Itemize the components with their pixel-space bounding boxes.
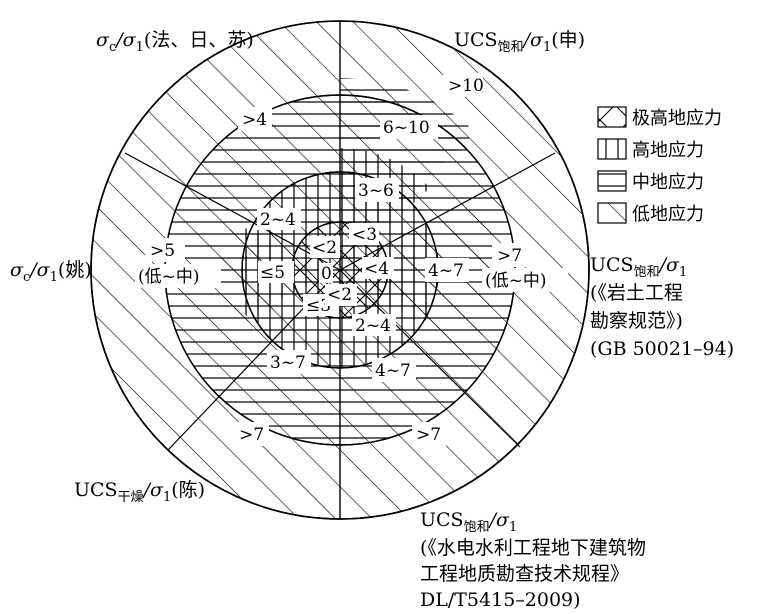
zone-yao-upper: 2~4 (260, 210, 296, 230)
zone-labels: >4 >10 6~10 3~6 <3 >5 (低~中) ≤5 2~4 <2 ≤3… (135, 73, 568, 446)
legend-label-low: 低地应力 (632, 204, 704, 225)
legend: 极高地应力 高地应力 中地应力 低地应力 (597, 106, 722, 225)
zone-shui-inner: 2~4 (355, 316, 391, 336)
zone-shui-mid: 4~7 (375, 361, 411, 381)
zone-center: 0 (321, 264, 332, 284)
label-kancha-3: 勘察规范》) (590, 310, 683, 332)
label-chen: UCS干燥/σ1(陈) (74, 479, 205, 505)
zone-yao-core: <2 (312, 238, 337, 258)
label-kancha-2: (《岩土工程 (590, 282, 683, 304)
label-shuidian-3: 工程地质勘查技术规程》 (420, 563, 629, 585)
divider-right-down (339, 269, 521, 448)
criteria-labels: σc/σ1(法、日、苏) UCS饱和/σ1(申) σc/σ1(姚) UCS饱和/… (10, 29, 734, 611)
divider-left-up (124, 152, 341, 271)
zone-chen-core: <2 (327, 285, 352, 305)
zone-shui-outer: >7 (416, 425, 441, 445)
zone-yao-outer: >5 (150, 241, 175, 261)
zone-kancha-inner: 4~7 (428, 261, 464, 281)
zone-fa-outer: >4 (242, 110, 267, 130)
legend-label-medium: 中地应力 (632, 172, 704, 193)
zone-shen-mid: 6~10 (383, 118, 430, 138)
label-shuidian-4: DL/T5415–2009) (420, 589, 581, 611)
label-yao: σc/σ1(姚) (10, 259, 92, 285)
divider-right-up (339, 152, 556, 271)
label-kancha-4: (GB 50021–94) (590, 338, 734, 360)
zone-chen-mid: 3~7 (270, 353, 306, 373)
zone-yao-lower: ≤3 (306, 296, 331, 316)
label-shuidian-2: (《水电水利工程地下建筑物 (420, 537, 646, 559)
zone-kancha-outer2: (低~中) (485, 271, 547, 291)
zone-shen-inner: 3~6 (358, 181, 394, 201)
zone-kancha-core: <4 (364, 259, 389, 279)
label-kancha-1: UCS饱和/σ1 (590, 254, 687, 280)
legend-swatch-high (597, 138, 627, 160)
label-shen: UCS饱和/σ1(申) (454, 29, 585, 55)
label-shuidian-1: UCS饱和/σ1 (420, 509, 517, 535)
legend-swatch-extreme (597, 106, 627, 128)
zone-yao-outer2: (低~中) (138, 267, 200, 287)
zone-chen-outer: >7 (239, 425, 264, 445)
label-fa-ri-su: σc/σ1(法、日、苏) (96, 29, 254, 55)
zone-yao-inner: ≤5 (260, 263, 285, 283)
legend-label-extreme: 极高地应力 (632, 108, 722, 129)
legend-label-high: 高地应力 (632, 140, 704, 161)
legend-swatch-medium (597, 170, 627, 192)
legend-swatch-low (597, 202, 627, 224)
zone-shen-outer: >10 (448, 76, 484, 96)
zone-kancha-outer: >7 (497, 246, 522, 266)
zone-shen-core: <3 (352, 225, 377, 245)
